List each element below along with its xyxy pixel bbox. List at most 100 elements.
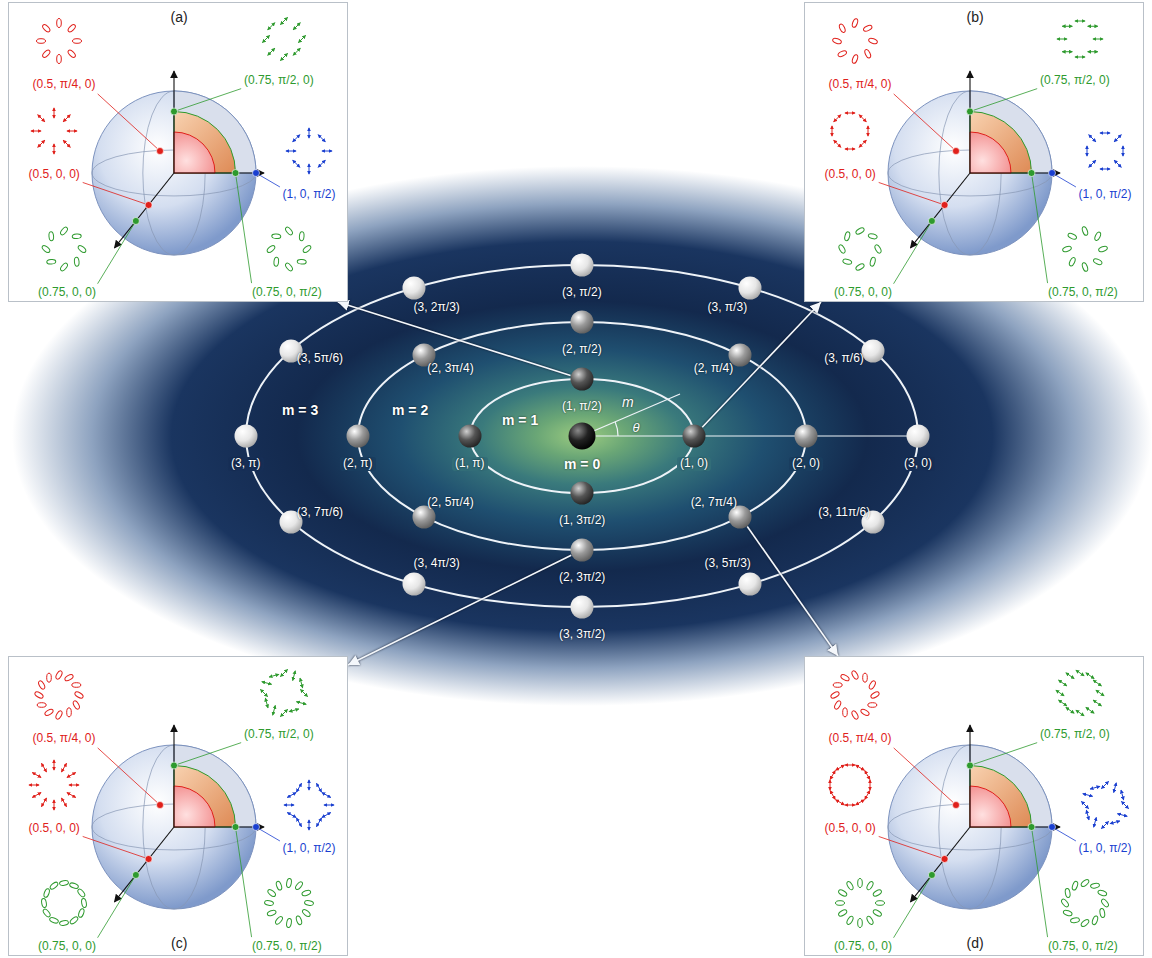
ellipse-shape [74, 257, 79, 266]
polarization-icon [832, 18, 878, 64]
polarization-icon [836, 879, 885, 928]
mode-sphere: (3, π) [234, 424, 258, 448]
ellipse-shape [275, 881, 282, 891]
polarization-icon [1056, 670, 1104, 716]
line-shape [54, 800, 55, 810]
line-shape [289, 709, 299, 712]
circle-shape [171, 762, 178, 769]
panel-title: (d) [967, 935, 984, 951]
ellipse-shape [866, 915, 874, 925]
line-shape [1110, 821, 1120, 824]
ellipse-shape [78, 908, 85, 918]
line-shape [836, 765, 845, 770]
leader-line [83, 182, 145, 203]
ellipse-shape [72, 700, 80, 710]
ellipse-shape [72, 683, 81, 688]
line-shape [262, 35, 269, 42]
line-shape [280, 709, 287, 716]
line-shape [268, 48, 275, 55]
line-shape [1117, 814, 1127, 817]
mode-label: (0.5, π/4, 0) [829, 732, 892, 746]
circle-shape [571, 482, 594, 505]
leader-line [259, 175, 279, 187]
order-rings [246, 265, 918, 607]
ellipse-shape [55, 710, 63, 720]
ellipse-shape [1080, 918, 1090, 927]
line-shape [67, 773, 76, 778]
symbol-label: θ [633, 421, 640, 436]
sphere-marker [570, 595, 594, 619]
ellipse-shape [57, 55, 62, 64]
inset-panel: (a)(0.5, π/4, 0)(0.75, π/2, 0)(0.5, 0, 0… [8, 2, 348, 302]
circle-shape [907, 425, 930, 448]
ellipse-shape [49, 917, 59, 924]
line-shape [309, 780, 310, 790]
inset-illustration [9, 657, 347, 955]
leader-line [1032, 831, 1047, 937]
line-shape [1100, 133, 1110, 134]
line-shape [910, 827, 970, 902]
circle-shape [459, 425, 482, 448]
ellipse-shape [284, 226, 293, 236]
sphere-marker [861, 339, 885, 363]
mode-sphere: (1, 3π/2) [570, 481, 594, 505]
panel-title: (b) [967, 9, 984, 25]
path-shape [174, 112, 236, 174]
sphere-label: (1, π/2) [562, 400, 602, 414]
line-shape [300, 689, 307, 696]
order-label: m = 1 [502, 412, 538, 428]
line-shape [1101, 821, 1108, 828]
line-shape [845, 113, 855, 114]
sphere-marker [458, 424, 482, 448]
mode-label: (0.75, π/2, 0) [1040, 728, 1110, 742]
ellipse-shape [304, 900, 314, 906]
mode-label: (0.5, π/4, 0) [33, 78, 96, 92]
sphere-label: (3, π/2) [562, 286, 602, 300]
line-shape [870, 780, 871, 790]
ellipse-shape [851, 54, 858, 64]
ellipse-shape [42, 908, 51, 918]
mode-sphere: (1, π/2) [570, 367, 594, 391]
line-shape [309, 164, 310, 174]
line-shape [1075, 57, 1085, 58]
leader-line [98, 748, 157, 802]
ellipse-shape [830, 691, 840, 699]
ellipse-shape [864, 49, 872, 59]
ellipse-shape [286, 878, 292, 888]
inset-panel: (c)(0.5, π/4, 0)(0.75, π/2, 0)(0.5, 0, 0… [8, 656, 348, 956]
ellipse-shape [59, 880, 69, 886]
line-shape [114, 827, 174, 902]
circle-shape [403, 276, 426, 299]
circle-shape [571, 311, 594, 334]
sphere-label: (1, 0) [677, 457, 711, 471]
path-shape [174, 91, 256, 173]
line-shape [832, 126, 833, 136]
inset-illustration [805, 657, 1143, 955]
ellipse-shape [72, 234, 81, 239]
polarization-icon [284, 780, 334, 830]
ellipse-shape [34, 691, 44, 699]
polarization-icon [29, 760, 79, 810]
ellipse-shape [868, 37, 878, 44]
ellipse-shape [77, 244, 87, 253]
sphere-label: (2, 3π/4) [427, 362, 473, 376]
line-shape [1066, 673, 1074, 679]
ellipse-shape [274, 915, 283, 925]
line-shape [830, 791, 835, 800]
line-shape [1090, 786, 1100, 789]
ellipse-shape [868, 233, 878, 240]
mode-sphere: (3, 11π/6) [861, 510, 885, 534]
ring-line [246, 265, 918, 607]
circle-shape [232, 170, 239, 177]
line-shape [287, 793, 296, 798]
mode-sphere: (3, 0) [906, 424, 930, 448]
mode-label: (0.75, 0, 0) [38, 286, 96, 300]
ellipse-shape [69, 882, 79, 889]
ellipse-shape [833, 683, 842, 688]
line-shape [1123, 146, 1124, 156]
line-shape [1100, 169, 1110, 170]
leader-line [98, 224, 134, 283]
circle-shape [941, 201, 948, 208]
line-shape [1083, 794, 1093, 797]
circle-shape [967, 108, 974, 115]
